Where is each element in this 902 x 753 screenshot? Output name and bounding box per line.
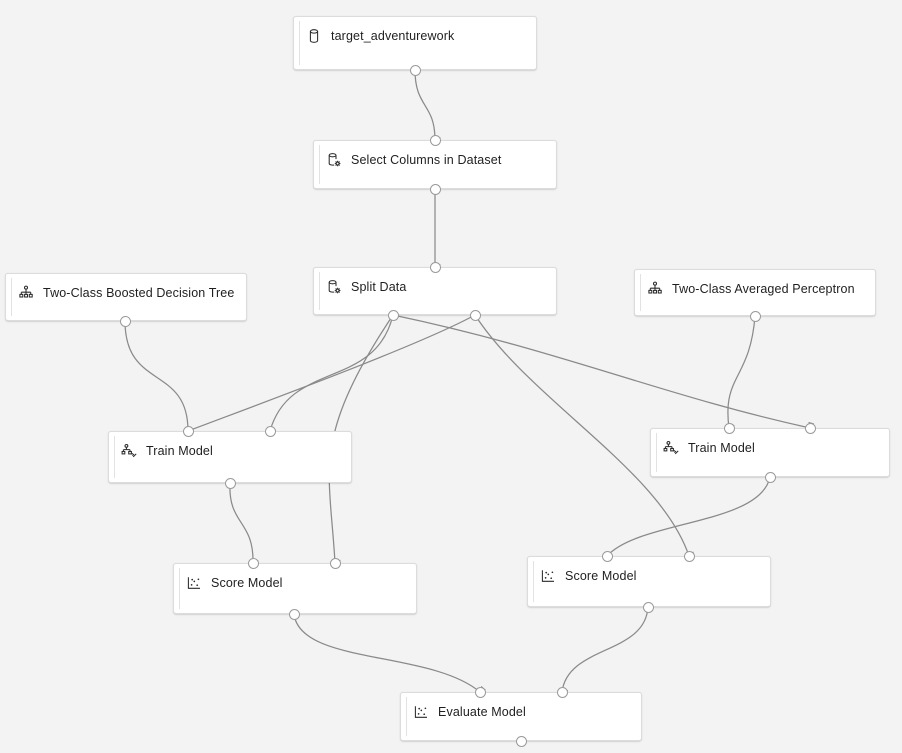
- score-model-icon: [186, 575, 202, 591]
- train-model-icon: [121, 443, 137, 459]
- node-score_model_right[interactable]: Score Model: [527, 556, 771, 607]
- node-accent-bar: [656, 433, 657, 472]
- node-evaluate_model[interactable]: Evaluate Model: [400, 692, 642, 741]
- node-label: target_adventurework: [331, 29, 455, 43]
- node-label: Train Model: [688, 441, 755, 455]
- node-header: Score Model: [186, 575, 408, 591]
- node-two_class_averaged_perceptron[interactable]: Two-Class Averaged Perceptron: [634, 269, 876, 316]
- score-model-icon: [540, 568, 556, 584]
- input-port-scored-dataset1-input[interactable]: [474, 686, 486, 698]
- edge-perceptron-to-train-right[interactable]: [727, 315, 756, 431]
- edge-train-right-to-score-right[interactable]: [606, 476, 771, 562]
- edge-split1-to-train-left[interactable]: [269, 314, 394, 436]
- edge-train-left-to-score-left[interactable]: [229, 482, 259, 567]
- input-port-dataset-input[interactable]: [429, 134, 441, 146]
- node-accent-bar: [179, 568, 180, 609]
- node-header: Train Model: [663, 440, 881, 456]
- node-header: target_adventurework: [306, 28, 528, 44]
- node-header: Select Columns in Dataset: [326, 152, 548, 168]
- edge-boosted-tree-to-train-left[interactable]: [124, 320, 194, 434]
- node-accent-bar: [319, 145, 320, 184]
- node-header: Score Model: [540, 568, 762, 584]
- node-accent-bar: [533, 561, 534, 602]
- edge-split2-to-train-left-alt[interactable]: [187, 314, 476, 432]
- output-port-dataset-output[interactable]: [409, 64, 421, 76]
- node-accent-bar: [319, 272, 320, 310]
- input-port-dataset-input[interactable]: [329, 557, 341, 569]
- input-port-trained-model-input[interactable]: [601, 550, 613, 562]
- database-gear-icon: [326, 152, 342, 168]
- node-label: Score Model: [211, 576, 283, 590]
- node-label: Two-Class Averaged Perceptron: [672, 282, 855, 296]
- score-model-icon: [413, 704, 429, 720]
- node-label: Split Data: [351, 280, 407, 294]
- output-port-results-dataset-output[interactable]: [429, 183, 441, 195]
- input-port-dataset-input[interactable]: [683, 550, 695, 562]
- node-split_data[interactable]: Split Data: [313, 267, 557, 315]
- node-accent-bar: [640, 274, 641, 311]
- output-port-scored-dataset-output[interactable]: [642, 601, 654, 613]
- node-accent-bar: [299, 21, 300, 65]
- node-header: Train Model: [121, 443, 343, 459]
- node-train_model_right[interactable]: Train Model: [650, 428, 890, 477]
- input-port-untrained-model-input[interactable]: [182, 425, 194, 437]
- edge-dataset-to-select-columns[interactable]: [414, 69, 441, 143]
- node-target_adventurework[interactable]: target_adventurework: [293, 16, 537, 70]
- node-header: Split Data: [326, 279, 548, 295]
- edge-score-left-to-evaluate[interactable]: [293, 613, 486, 693]
- input-port-scored-dataset2-input[interactable]: [556, 686, 568, 698]
- algorithm-tree-icon: [18, 285, 34, 301]
- input-port-dataset-input[interactable]: [264, 425, 276, 437]
- algorithm-tree-icon: [647, 281, 663, 297]
- edge-score-right-to-evaluate[interactable]: [561, 606, 649, 696]
- output-port-trained-model-output[interactable]: [764, 471, 776, 483]
- output-port-untrained-model-output[interactable]: [119, 315, 131, 327]
- node-label: Select Columns in Dataset: [351, 153, 502, 167]
- output-port-results-dataset2-output[interactable]: [469, 309, 481, 321]
- output-port-trained-model-output[interactable]: [224, 477, 236, 489]
- node-header: Two-Class Averaged Perceptron: [647, 281, 867, 297]
- output-port-scored-dataset-output[interactable]: [288, 608, 300, 620]
- output-port-untrained-model-output[interactable]: [749, 310, 761, 322]
- node-accent-bar: [406, 697, 407, 736]
- train-model-icon: [663, 440, 679, 456]
- database-gear-icon: [326, 279, 342, 295]
- node-train_model_left[interactable]: Train Model: [108, 431, 352, 483]
- input-port-dataset-input[interactable]: [429, 261, 441, 273]
- database-icon: [306, 28, 322, 44]
- node-header: Two-Class Boosted Decision Tree: [18, 285, 238, 301]
- node-two_class_boosted_decision_tree[interactable]: Two-Class Boosted Decision Tree: [5, 273, 247, 321]
- output-port-evaluation-results-output[interactable]: [515, 735, 527, 747]
- input-port-untrained-model-input[interactable]: [723, 422, 735, 434]
- node-label: Evaluate Model: [438, 705, 526, 719]
- node-label: Two-Class Boosted Decision Tree: [43, 286, 235, 300]
- node-accent-bar: [114, 436, 115, 478]
- node-header: Evaluate Model: [413, 704, 633, 720]
- node-select_columns_in_dataset[interactable]: Select Columns in Dataset: [313, 140, 557, 189]
- node-accent-bar: [11, 278, 12, 316]
- node-label: Train Model: [146, 444, 213, 458]
- node-label: Score Model: [565, 569, 637, 583]
- input-port-trained-model-input[interactable]: [247, 557, 259, 569]
- edge-split1-to-train-right[interactable]: [392, 314, 815, 429]
- node-score_model_left[interactable]: Score Model: [173, 563, 417, 614]
- output-port-results-dataset1-output[interactable]: [387, 309, 399, 321]
- input-port-dataset-input[interactable]: [804, 422, 816, 434]
